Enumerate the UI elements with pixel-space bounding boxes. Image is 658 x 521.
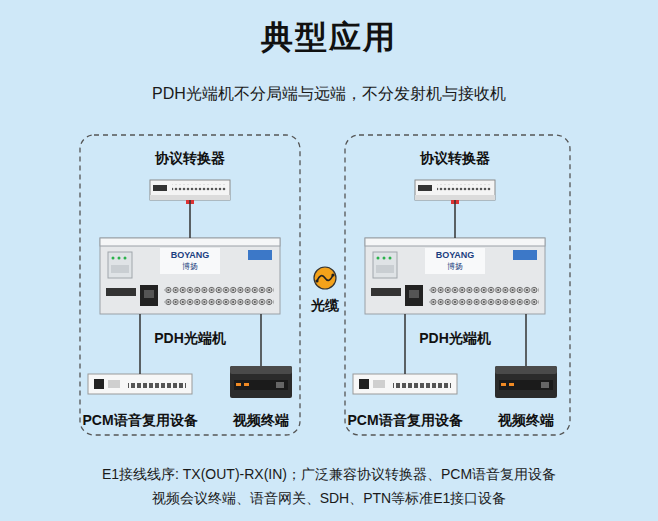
pcm-device (353, 374, 457, 394)
device-label: PDH光端机 (154, 330, 226, 348)
video-node: 视频终端 (495, 366, 557, 398)
connector-line (454, 200, 456, 238)
device-label: 视频终端 (498, 412, 554, 430)
connector-line (404, 314, 406, 374)
brand-logo: 博扬 (447, 262, 463, 272)
fiber-icon (314, 267, 336, 289)
device-label: PCM语音复用设备 (347, 412, 462, 430)
pdh-node: PDH光端机 (365, 238, 545, 314)
group-frame (345, 135, 570, 435)
pcm-node: PCM语音复用设备 (88, 374, 192, 394)
device-label: 视频终端 (233, 412, 289, 430)
pdh-node: PDH光端机 (100, 238, 280, 314)
device-label: PCM语音复用设备 (82, 412, 197, 430)
title: 典型应用 (0, 16, 658, 60)
subtitle: PDH光端机不分局端与远端，不分发射机与接收机 (152, 84, 506, 103)
pdh-device (100, 238, 280, 314)
device-label: PDH光端机 (419, 330, 491, 348)
converter-node: 协议转换器 (415, 180, 495, 200)
brand-logo: BOYANG (436, 250, 475, 261)
pcm-node: PCM语音复用设备 (353, 374, 457, 394)
device-label: 协议转换器 (420, 150, 490, 168)
video-node: 视频终端 (230, 366, 292, 398)
connector-line (525, 314, 527, 366)
connector-line (260, 314, 262, 366)
caption: E1接线线序: TX(OUT)-RX(IN)；广泛兼容协议转换器、PCM语音复用… (64, 462, 594, 510)
pdh-device (365, 238, 545, 314)
brand-logo: BOYANG (171, 250, 210, 261)
video-device (495, 366, 557, 398)
pcm-device (88, 374, 192, 394)
cable-label: 光缆 (311, 297, 339, 314)
connector-line (139, 314, 141, 374)
converter-node: 协议转换器 (150, 180, 230, 200)
connector-line (189, 200, 191, 238)
device-label: 协议转换器 (155, 150, 225, 168)
video-device (230, 366, 292, 398)
group-frame (80, 135, 300, 435)
brand-logo: 博扬 (182, 262, 198, 272)
